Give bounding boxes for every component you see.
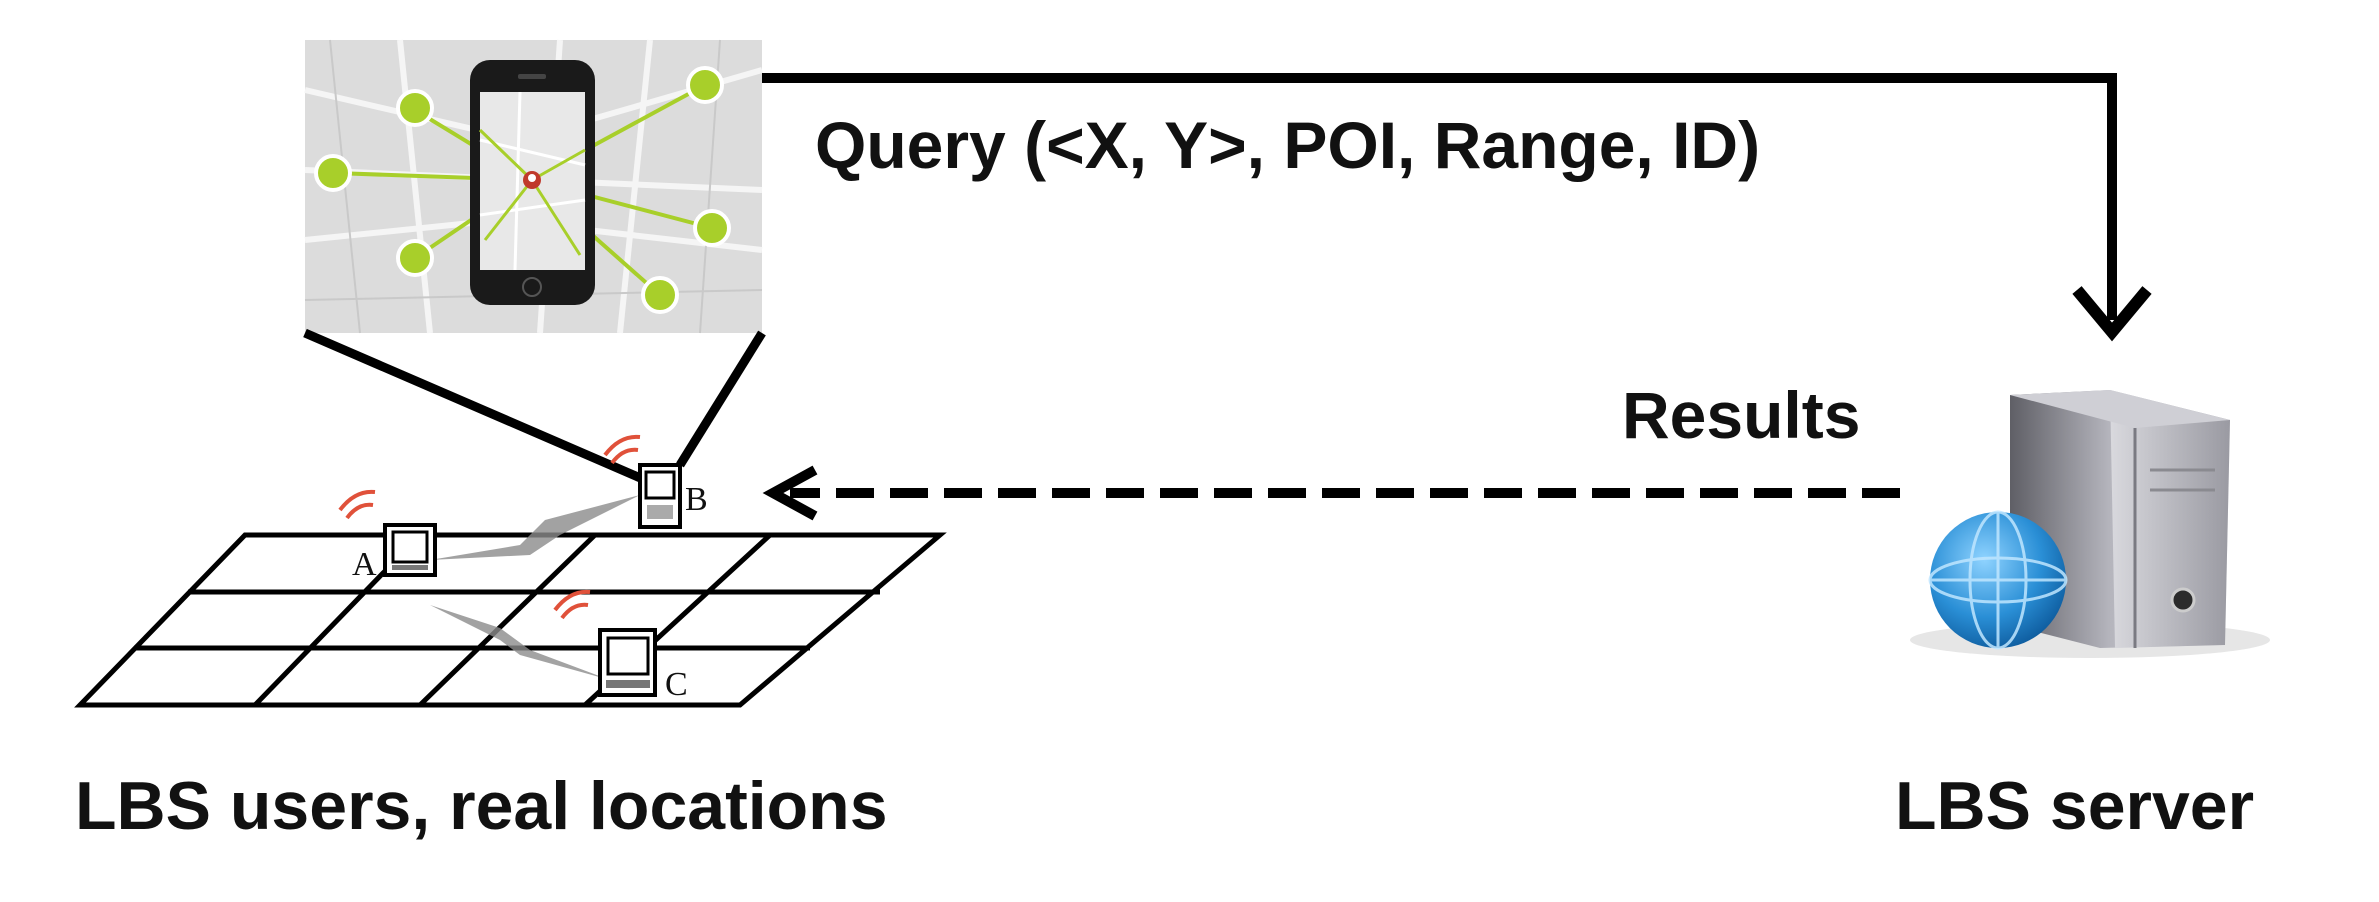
results-arrow bbox=[762, 465, 1900, 521]
connection-bolts bbox=[430, 495, 640, 680]
device-b-label: B bbox=[685, 481, 708, 518]
device-a-label: A bbox=[352, 546, 377, 583]
smartphone-map-icon bbox=[304, 39, 763, 334]
device-b-icon bbox=[638, 463, 682, 529]
location-grid bbox=[74, 532, 947, 708]
query-label: Query (<X, Y>, POI, Range, ID) bbox=[815, 108, 1761, 182]
device-c-icon bbox=[598, 628, 657, 697]
server-globe-icon bbox=[1910, 390, 2270, 658]
wireless-signal-icon bbox=[338, 434, 641, 620]
query-arrow bbox=[762, 73, 2152, 342]
users-caption: LBS users, real locations bbox=[75, 768, 888, 844]
zoom-connector-lines bbox=[303, 328, 766, 485]
server-caption: LBS server bbox=[1895, 768, 2255, 844]
device-a-icon bbox=[383, 523, 437, 577]
results-label: Results bbox=[1622, 378, 1861, 452]
device-c-label: C bbox=[665, 666, 688, 703]
